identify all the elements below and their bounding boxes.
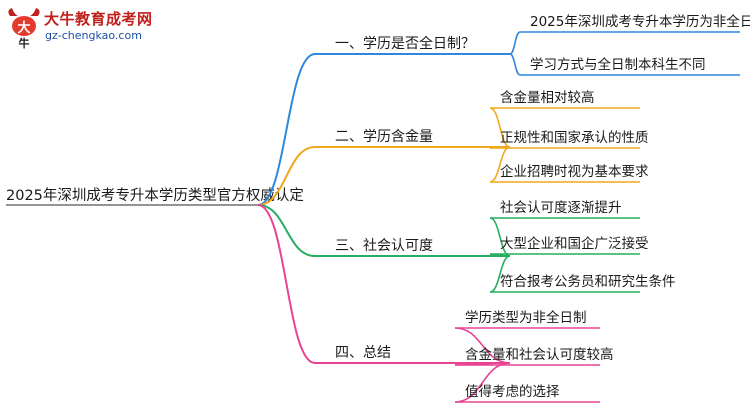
leaf-label[interactable]: 值得考虑的选择 — [465, 383, 560, 400]
branch-label[interactable]: 一、学历是否全日制？ — [335, 35, 475, 52]
leaf-label[interactable]: 含金量和社会认可度较高 — [465, 346, 614, 363]
leaf-connector — [489, 217, 511, 257]
leaf-label[interactable]: 含金量相对较高 — [500, 89, 595, 106]
leaf-connector — [454, 362, 511, 403]
leaf-label[interactable]: 正规性和国家承认的性质 — [500, 129, 649, 146]
leaf-connector — [489, 146, 511, 183]
branch-label[interactable]: 二、学历含金量 — [335, 129, 433, 145]
leaf-connector — [509, 53, 521, 76]
logo-site-name: 大牛教育成考网 — [44, 10, 153, 28]
leaf-connector — [489, 107, 511, 148]
leaf-label[interactable]: 社会认可度逐渐提升 — [500, 200, 622, 216]
branch-connector — [257, 53, 316, 206]
branch-connector — [257, 204, 316, 257]
site-logo[interactable]: 大 牛 大牛教育成考网 gz-chengkao.com — [4, 6, 194, 52]
branch-connector — [257, 146, 316, 206]
leaf-label[interactable]: 2025年深圳成考专升本学历为非全日制 — [530, 13, 750, 30]
svg-text:牛: 牛 — [19, 36, 30, 50]
branch-label[interactable]: 四、总结 — [335, 345, 391, 361]
branch-connector — [257, 204, 316, 364]
branch-label[interactable]: 三、社会认可度 — [335, 238, 433, 254]
leaf-connector — [489, 255, 511, 293]
root-node-label[interactable]: 2025年深圳成考专升本学历类型官方权威认定 — [6, 187, 304, 204]
leaf-label[interactable]: 企业招聘时视为基本要求 — [500, 163, 649, 180]
leaf-connector — [509, 31, 521, 55]
svg-text:大: 大 — [17, 20, 30, 36]
leaf-label[interactable]: 学习方式与全日制本科生不同 — [530, 56, 706, 73]
logo-site-url: gz-chengkao.com — [45, 29, 142, 42]
leaf-label[interactable]: 学历类型为非全日制 — [465, 309, 587, 326]
leaf-label[interactable]: 大型企业和国企广泛接受 — [500, 235, 649, 252]
bull-logo-icon: 大 牛 — [8, 8, 40, 50]
leaf-connector — [454, 327, 511, 364]
leaf-label[interactable]: 符合报考公务员和研究生条件 — [500, 273, 676, 290]
